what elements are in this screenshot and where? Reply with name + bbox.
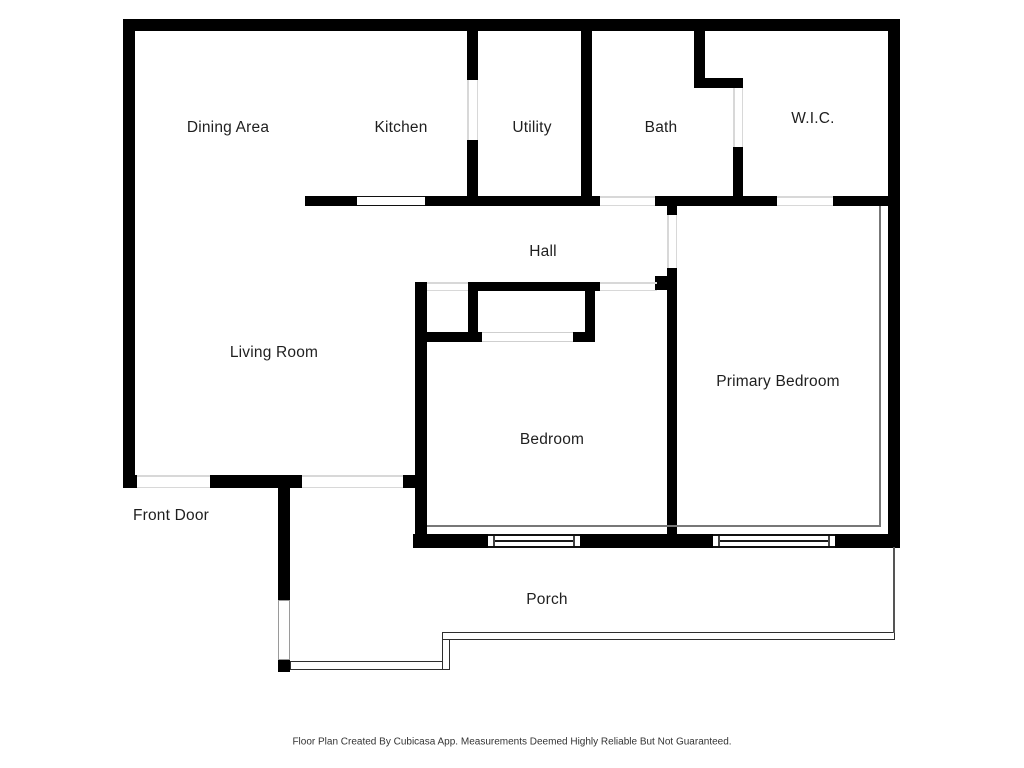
wall-bath-notch-horizontal (694, 78, 743, 88)
wall-living-bottom-2 (210, 475, 302, 488)
wall-exterior-top (123, 19, 900, 31)
room-label-living-room: Living Room (229, 344, 319, 361)
bath-wic-door-threshold-right (741, 88, 743, 147)
wall-hall-bottom (468, 282, 600, 291)
room-label-kitchen: Kitchen (374, 119, 428, 136)
wall-bedroom-left (415, 282, 427, 534)
bath-door-threshold-bottom (600, 204, 655, 206)
wall-porch-left (278, 488, 290, 600)
wall-utility-left-upper (467, 31, 478, 80)
porch-wall-opening (278, 600, 290, 660)
wall-exterior-right (888, 19, 900, 547)
porch-rail-lower (290, 661, 450, 670)
window-frame-right (828, 536, 830, 546)
room-label-bedroom: Bedroom (519, 431, 585, 448)
front-door-threshold-bottom (137, 486, 210, 488)
wall-kitchen-hall-1 (305, 196, 357, 206)
wic-door-threshold-top (777, 196, 833, 198)
room-label-porch: Porch (526, 591, 568, 608)
utility-door-threshold-left (467, 80, 469, 140)
wall-closet-right (585, 291, 595, 342)
window-bedroom (488, 534, 580, 548)
wall-wic-bottom (833, 196, 900, 206)
label-front-door: Front Door (132, 507, 210, 524)
window-frame-left (718, 536, 720, 546)
wic-door-threshold-bottom (777, 204, 833, 206)
room-label-hall: Hall (529, 243, 557, 260)
wall-exterior-left (123, 19, 135, 488)
primary-door-threshold-left (667, 215, 669, 268)
wall-exterior-bottom-1 (413, 534, 488, 548)
bath-door-threshold-top (600, 196, 655, 198)
wall-primary-left-lower (667, 268, 677, 537)
porch-rail-upper (442, 632, 895, 640)
bath-wic-door-threshold-left (733, 88, 735, 147)
wall-wic-left (733, 147, 743, 206)
room-label-wic: W.I.C. (791, 110, 835, 127)
utility-door-threshold-right (476, 80, 478, 140)
window-primary-bedroom (713, 534, 835, 548)
room-label-utility: Utility (512, 119, 552, 136)
bedroom-door-threshold-bottom (600, 289, 657, 291)
closet-sliding-door (482, 332, 573, 342)
wall-exterior-bottom-3 (835, 534, 900, 548)
porch-opening-threshold-top (302, 475, 403, 477)
wall-living-bottom-1 (123, 475, 137, 488)
primary-door-threshold-right (675, 215, 677, 268)
closet-opening-threshold-bottom (427, 289, 468, 291)
front-door-threshold-top (137, 475, 210, 477)
wall-utility-bath (581, 31, 592, 206)
wall-primary-stub (655, 276, 677, 290)
porch-opening-threshold-bottom (302, 486, 403, 488)
window-frame-left (493, 536, 495, 546)
wall-primary-left-upper (667, 206, 677, 215)
room-label-dining-area: Dining Area (186, 119, 270, 136)
wall-living-bottom-3 (403, 475, 427, 488)
window-glass-line (720, 540, 828, 542)
closet-opening-threshold-top (427, 282, 468, 284)
room-label-bath: Bath (644, 119, 678, 136)
footer-disclaimer: Floor Plan Created By Cubicasa App. Meas… (292, 736, 732, 748)
interior-line-vertical (879, 206, 881, 526)
wall-kitchen-hall-2 (425, 196, 600, 206)
porch-right-edge (893, 547, 895, 633)
window-glass-line (495, 540, 573, 542)
wall-bath-notch-vertical (694, 31, 705, 88)
window-kitchen-pass (357, 196, 425, 206)
wall-utility-left-lower (467, 140, 478, 206)
wall-closet-cap (573, 332, 595, 342)
wall-closet-left (468, 291, 478, 342)
porch-post (278, 660, 290, 672)
bedroom-door-threshold-top (600, 282, 657, 284)
wall-bath-hall (655, 196, 777, 206)
window-frame-right (573, 536, 575, 546)
wall-closet-bottom (427, 332, 482, 342)
room-label-primary-bedroom: Primary Bedroom (716, 373, 840, 390)
wall-exterior-bottom-2 (580, 534, 713, 548)
interior-line-horizontal (427, 525, 881, 527)
